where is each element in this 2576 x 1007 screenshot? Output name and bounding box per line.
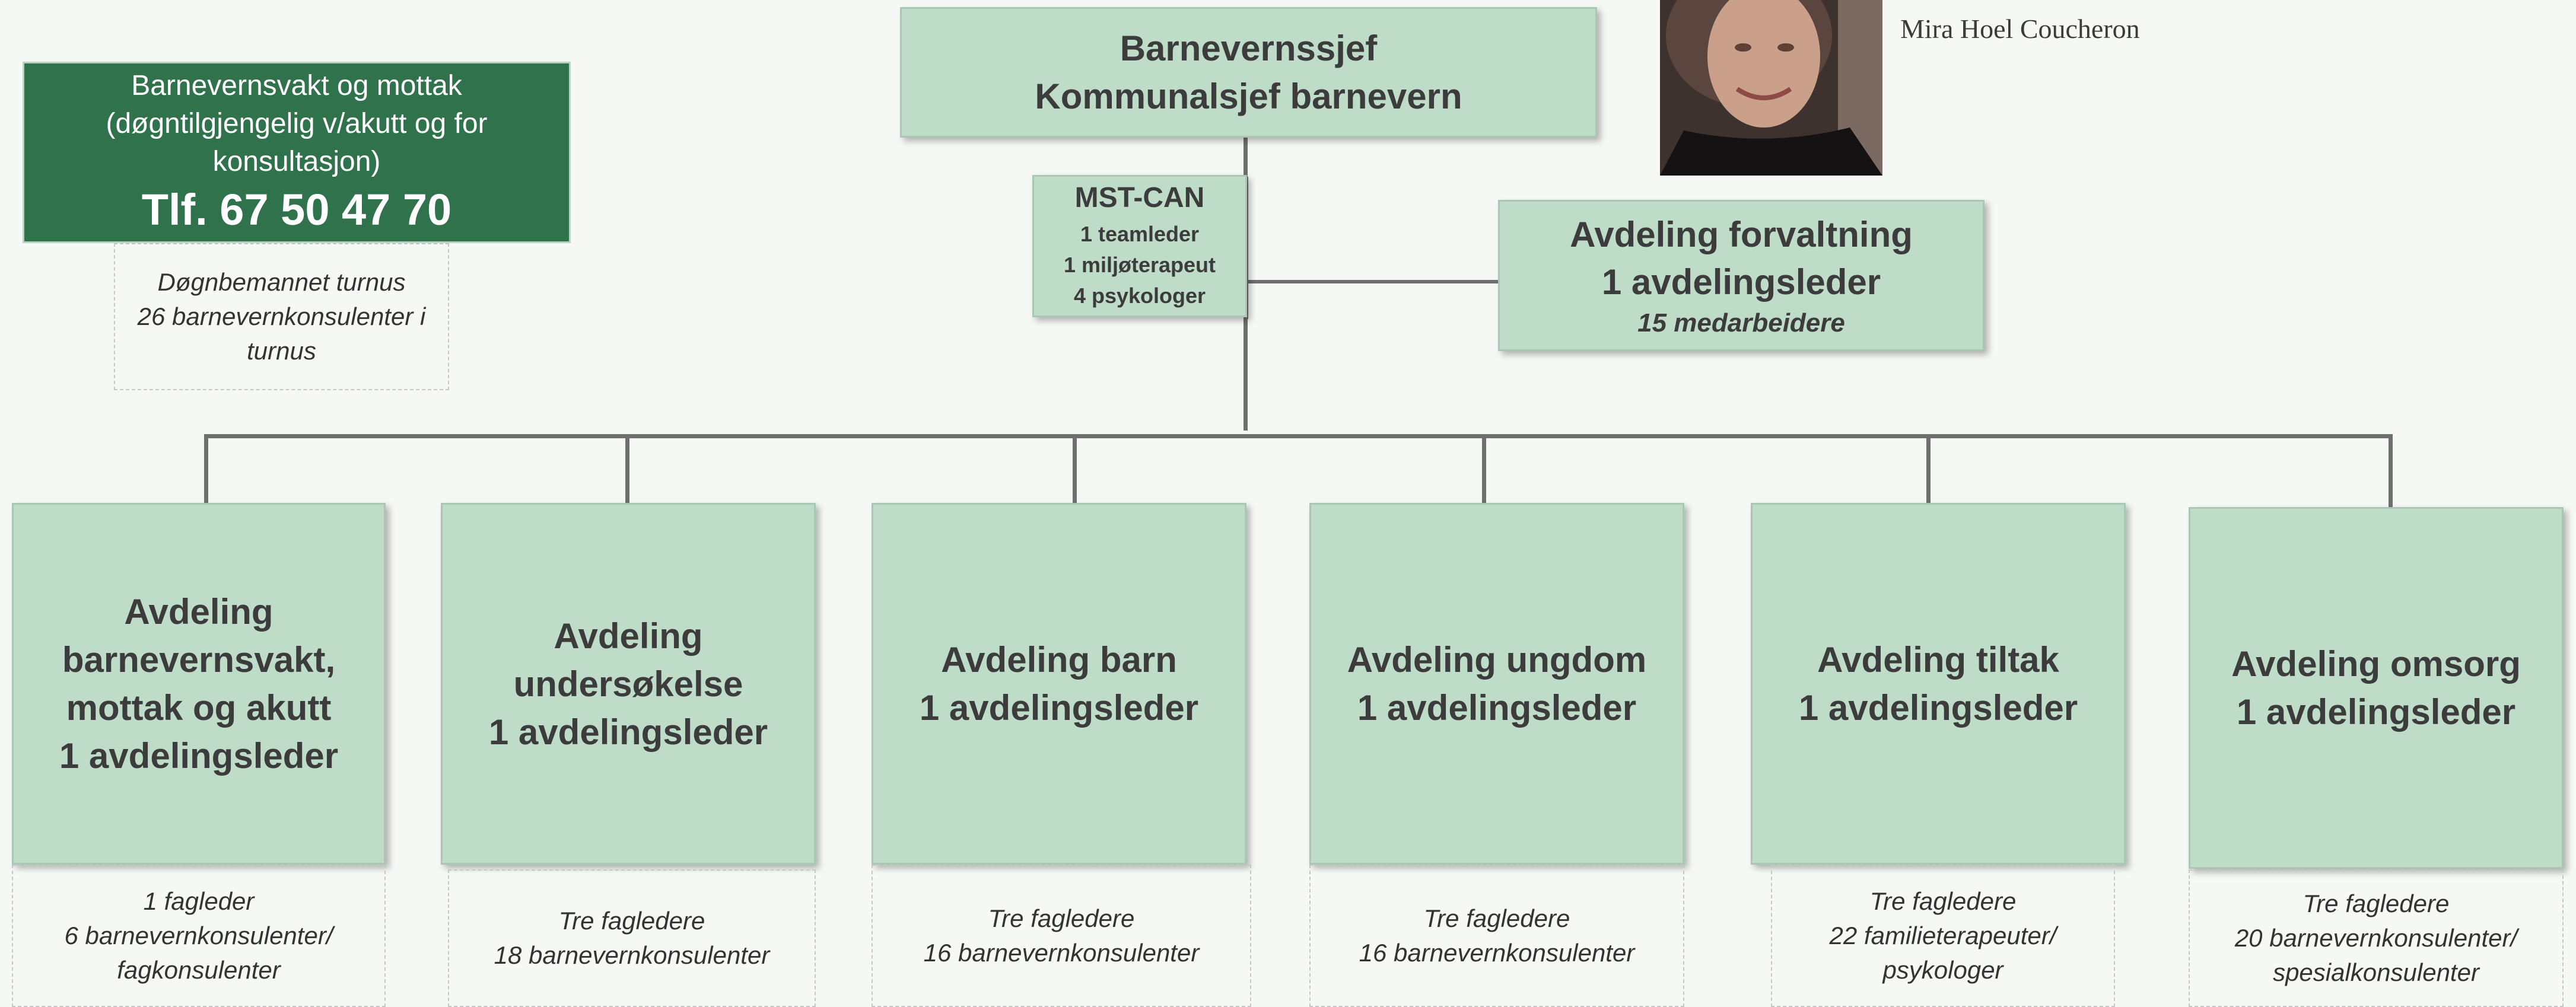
department-1-note-line1: 1 fagleder (143, 887, 255, 916)
department-2-line1: Avdeling (554, 616, 703, 656)
department-1-line4: 1 avdelingsleder (59, 736, 339, 776)
department-6-note-line1: Tre fagledere (2303, 890, 2450, 918)
emergency-box: Barnevernsvakt og mottak (døgntilgjengel… (23, 62, 571, 243)
department-6-line2: 1 avdelingsleder (2236, 692, 2516, 732)
forvaltning-staff: 15 medarbeidere (1637, 308, 1845, 337)
connector-forvaltning (1247, 280, 1499, 283)
department-5-note: Tre fagledere 22 familieterapeuter/ psyk… (1771, 865, 2115, 1007)
forvaltning-title: Avdeling forvaltning (1570, 215, 1913, 255)
department-6-note-line2: 20 barnevernkonsulenter/ (2234, 924, 2518, 952)
department-3-line1: Avdeling barn (941, 640, 1177, 680)
department-2-note-line2: 18 barnevernkonsulenter (494, 941, 770, 969)
department-box-3: Avdeling barn 1 avdelingsleder (872, 503, 1246, 865)
top-leader-subtitle: Kommunalsjef barnevern (1035, 77, 1462, 116)
department-4-line2: 1 avdelingsleder (1357, 688, 1637, 728)
department-1-note: 1 fagleder 6 barnevernkonsulenter/ fagko… (12, 865, 386, 1007)
department-5-note-line1: Tre fagledere (1869, 887, 2017, 916)
department-5-note-line2: 22 familieterapeuter/ (1829, 922, 2057, 950)
department-1-line1: Avdeling (124, 592, 273, 632)
department-2-line2: undersøkelse (513, 664, 743, 704)
department-1-note-line2: 6 barnevernkonsulenter/ (64, 922, 333, 950)
department-box-1: Avdeling barnevernsvakt, mottak og akutt… (12, 503, 386, 865)
leader-name: Mira Hoel Coucheron (1900, 14, 2140, 44)
department-5-line1: Avdeling tiltak (1817, 640, 2059, 680)
top-leader-box: Barnevernssjef Kommunalsjef barnevern (900, 7, 1597, 138)
department-2-note: Tre fagledere 18 barnevernkonsulenter (448, 869, 816, 1007)
department-box-4: Avdeling ungdom 1 avdelingsleder (1309, 503, 1684, 865)
emergency-text-line2: (døgntilgjengelig v/akutt og for (106, 107, 488, 139)
emergency-note-line3: turnus (247, 336, 316, 365)
department-3-note-line2: 16 barnevernkonsulenter (923, 939, 1200, 967)
portrait-image (1660, 0, 1882, 176)
department-3-note-line1: Tre fagledere (988, 904, 1135, 933)
mst-can-box: MST-CAN 1 teamleder 1 miljøterapeut 4 ps… (1032, 175, 1247, 317)
department-2-note-line1: Tre fagledere (558, 907, 705, 935)
connector-horizontal-bus (205, 434, 2393, 438)
department-3-note: Tre fagledere 16 barnevernkonsulenter (872, 865, 1251, 1007)
leader-photo (1660, 0, 1882, 176)
emergency-note-line1: Døgnbemannet turnus (157, 268, 406, 297)
connector-dept-5 (1926, 434, 1931, 504)
department-6-note-line3: spesialkonsulenter (2273, 958, 2479, 986)
connector-dept-1 (204, 434, 208, 504)
department-2-line3: 1 avdelingsleder (488, 712, 768, 752)
connector-dept-4 (1482, 434, 1486, 508)
mst-can-line3: 4 psykologer (1073, 283, 1206, 308)
department-4-note: Tre fagledere 16 barnevernkonsulenter (1309, 865, 1684, 1007)
department-3-line2: 1 avdelingsleder (919, 688, 1199, 728)
forvaltning-leader: 1 avdelingsleder (1601, 262, 1881, 302)
mst-can-line1: 1 teamleder (1080, 221, 1200, 246)
connector-dept-2 (625, 434, 629, 508)
emergency-note-line2: 26 barnevernkonsulenter i (137, 302, 426, 331)
department-box-2: Avdeling undersøkelse 1 avdelingsleder (441, 503, 816, 865)
department-1-note-line3: fagkonsulenter (117, 955, 281, 984)
department-5-note-line3: psykologer (1882, 955, 2003, 984)
mst-can-title: MST-CAN (1074, 181, 1205, 213)
top-leader-title: Barnevernssjef (1120, 28, 1378, 68)
connector-dept-6 (2389, 434, 2393, 508)
mst-can-line2: 1 miljøterapeut (1063, 252, 1216, 277)
connector-dept-3 (1073, 434, 1077, 504)
department-4-note-line2: 16 barnevernkonsulenter (1359, 939, 1635, 967)
department-box-5: Avdeling tiltak 1 avdelingsleder (1751, 503, 2126, 865)
department-1-line2: barnevernsvakt, (62, 640, 336, 680)
department-6-note: Tre fagledere 20 barnevernkonsulenter/ s… (2189, 869, 2564, 1007)
emergency-note: Døgnbemannet turnus 26 barnevernkonsulen… (114, 243, 449, 390)
emergency-text-line1: Barnevernsvakt og mottak (131, 70, 462, 101)
department-box-6: Avdeling omsorg 1 avdelingsleder (2189, 507, 2564, 869)
department-4-line1: Avdeling ungdom (1347, 640, 1647, 680)
department-6-line1: Avdeling omsorg (2231, 644, 2521, 684)
emergency-phone: Tlf. 67 50 47 70 (141, 185, 452, 235)
department-1-line3: mottak og akutt (66, 688, 332, 728)
emergency-text-line3: konsultasjon) (212, 145, 381, 177)
department-5-line2: 1 avdelingsleder (1798, 688, 2078, 728)
forvaltning-box: Avdeling forvaltning 1 avdelingsleder 15… (1498, 200, 1985, 351)
department-4-note-line1: Tre fagledere (1423, 904, 1570, 933)
